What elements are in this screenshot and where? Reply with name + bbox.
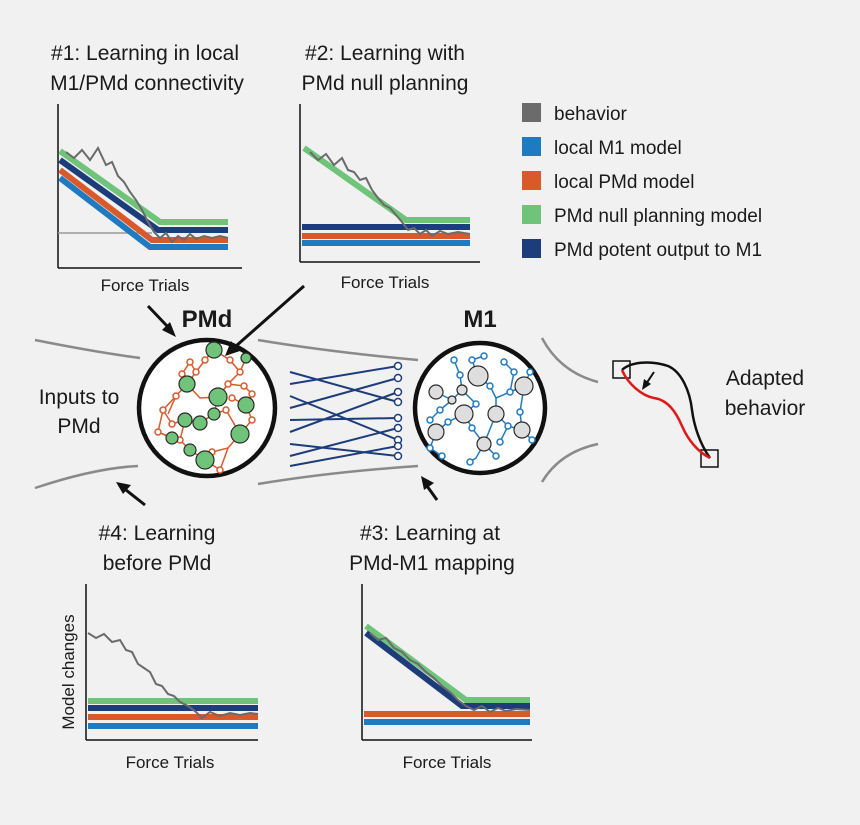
legend-label-pmd-null: PMd null planning model [554,206,762,227]
panel-2-title-line1: #2: Learning with [305,42,465,65]
pmd-label: PMd [182,306,233,333]
legend-swatch-pmd-potent [522,239,541,258]
m1-label: M1 [463,306,496,333]
inputs-label-line2: PMd [57,415,100,438]
link-curve-bottom [257,464,419,486]
force-arrow-head [642,379,651,390]
pmd-small-nodes [154,356,256,474]
input-curve-top [34,338,141,360]
panel-3-title-line2: PMd-M1 mapping [349,552,515,575]
trajectory-red [620,369,711,460]
panel-4: #4: Learning before PMd Model changes Fo… [59,522,259,772]
legend-label-local-pmd: local PMd model [554,172,694,193]
end-target [700,449,719,468]
panel-1-title-line1: #1: Learning in local [51,42,239,65]
arrow-1-shaft [146,304,170,329]
arrow-3-shaft [425,485,439,501]
panel-4-ylabel: Model changes [59,614,78,729]
output-curve-top [540,337,599,384]
panel-1-series-pmd-potent [58,157,228,233]
panel-2: #2: Learning with PMd null planning Forc… [299,42,480,292]
legend-label-local-m1: local M1 model [554,138,682,159]
panel-4-title-line2: before PMd [103,552,212,575]
link-curve-top [257,338,419,362]
panel-1-series-behavior [65,145,229,244]
arrow-4-shaft [125,488,146,507]
output-curve-bottom [540,442,599,483]
m1-small-nodes [426,352,536,466]
panel-3-series-pmd-null [364,623,530,703]
panel-1: #1: Learning in local M1/PMd connectivit… [50,42,244,295]
panel-2-xlabel: Force Trials [341,273,430,292]
pmd-large-nodes [165,341,255,470]
adapted-behavior: Adapted behavior [612,360,806,468]
panel-1-series-local-pmd [58,167,228,243]
behavior-label-line2: behavior [725,397,806,420]
m1-input-nodes [393,361,403,461]
panel-1-title-line2: M1/PMd connectivity [50,72,244,95]
panel-3-series-pmd-potent [364,630,530,709]
panel-2-title-line2: PMd null planning [302,72,469,95]
legend: behavior local M1 model local PMd model … [522,103,762,261]
arrow-4-head [116,482,131,494]
arrow-1-head [162,322,176,337]
legend-swatch-local-m1 [522,137,541,156]
trajectory-black [621,361,712,459]
legend-label-behavior: behavior [554,104,628,125]
m1-circle [412,340,548,476]
arrow-2-shaft [235,284,305,348]
m1-large-nodes [427,365,534,452]
pathway-curves [34,337,599,490]
pmd-network: PMd [39,306,278,479]
panel-2-series-behavior [309,151,471,238]
panel-2-series-pmd-null [302,145,470,223]
start-target [612,360,631,379]
inputs-label-line1: Inputs to [39,386,120,409]
panel-4-title-line1: #4: Learning [99,522,216,545]
panel-4-series-behavior [87,632,259,720]
panel-3-series-behavior [369,632,531,714]
pointer-arrows [116,284,439,507]
panel-3-title-line1: #3: Learning at [360,522,500,545]
panel-4-xlabel: Force Trials [126,753,215,772]
m1-network: M1 [412,306,548,476]
panel-3: #3: Learning at PMd-M1 mapping Force Tri… [349,522,532,772]
arrow-3-head [421,476,434,490]
legend-label-pmd-potent: PMd potent output to M1 [554,240,762,261]
legend-swatch-local-pmd [522,171,541,190]
legend-swatch-behavior [522,103,541,122]
arrow-2-head [225,341,240,356]
legend-swatch-pmd-null [522,205,541,224]
input-curve-bottom [34,464,139,490]
panel-1-xlabel: Force Trials [101,276,190,295]
panel-3-xlabel: Force Trials [403,753,492,772]
pmd-m1-mapping [289,365,399,467]
panel-1-series-pmd-null [58,148,228,225]
panel-1-series-local-m1 [58,175,228,250]
behavior-label-line1: Adapted [726,367,804,390]
